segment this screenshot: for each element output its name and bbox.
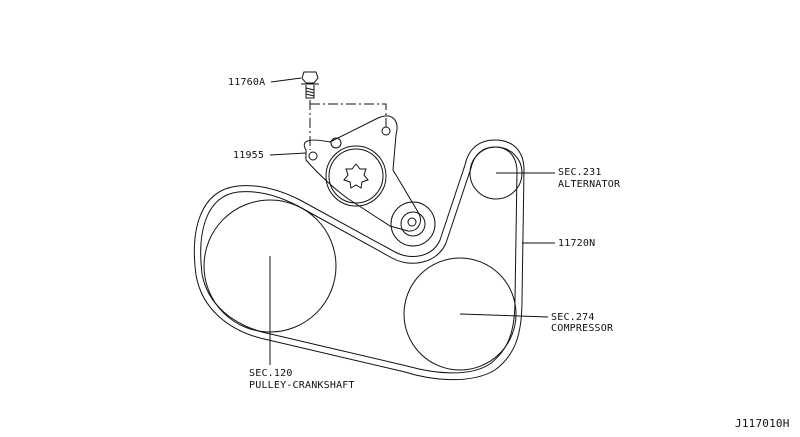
alternator-sec-label: SEC.231 xyxy=(558,167,602,178)
part-label-belt: 11720N xyxy=(558,238,596,249)
bolt-icon[interactable] xyxy=(301,71,319,99)
drive-belt-inner xyxy=(200,146,518,374)
tensioner-assembly[interactable] xyxy=(303,115,436,247)
crank-name-label: PULLEY-CRANKSHAFT xyxy=(249,380,355,391)
compressor-sec-label: SEC.274 xyxy=(551,312,595,323)
part-label-bolt: 11760A xyxy=(228,77,266,88)
crank-sec-label: SEC.120 xyxy=(249,368,293,379)
drive-belt[interactable] xyxy=(193,139,525,381)
diagram-id: J117010H xyxy=(735,417,790,430)
compressor-pulley[interactable] xyxy=(403,257,517,371)
alternator-name-label: ALTERNATOR xyxy=(558,179,621,190)
compressor-name-label: COMPRESSOR xyxy=(551,323,614,334)
part-label-tensioner: 11955 xyxy=(233,150,265,161)
